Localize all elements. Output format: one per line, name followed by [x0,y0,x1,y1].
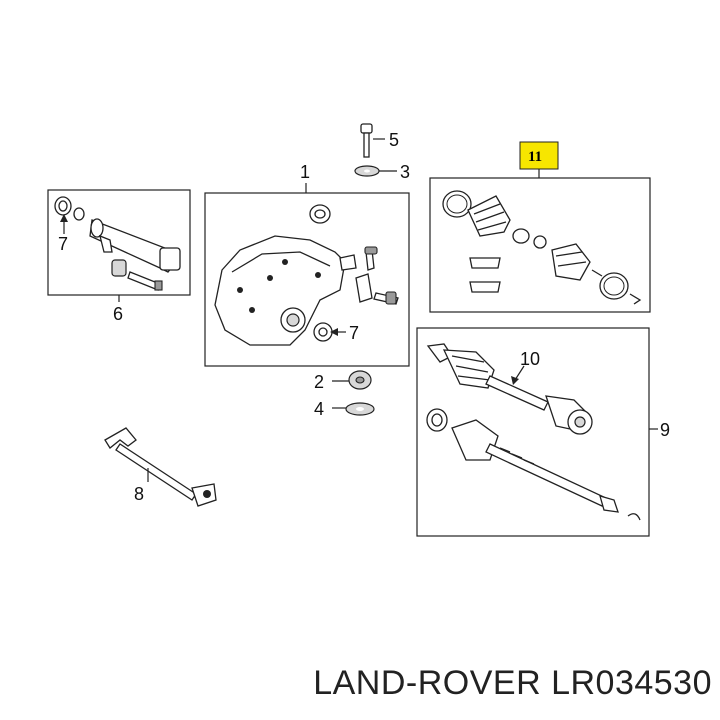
callout-5: 5 [389,130,399,150]
callout-8: 8 [134,484,144,504]
callout-10: 10 [520,349,540,369]
group-9-box [416,327,650,537]
callout-2: 2 [314,372,324,392]
group-1-box [204,192,410,367]
bolt-5 [360,123,373,158]
mount-2 [348,370,372,390]
callout-3: 3 [400,162,410,182]
callout-7-center: 7 [349,323,359,343]
callout-1: 1 [300,162,310,182]
callout-7-left: 7 [58,234,68,254]
callout-4: 4 [314,399,324,419]
part-number-caption: LAND-ROVER LR034530 [313,664,712,702]
callout-9: 9 [660,420,670,440]
callout-6: 6 [113,304,123,324]
tie-bar-8 [104,427,217,507]
washer-3 [354,165,380,177]
group-11-box [429,177,651,313]
callout-11: 11 [528,149,542,165]
highlight-label-11: 11 [519,141,559,170]
group-6-box [47,189,191,296]
washer-4 [345,402,375,416]
